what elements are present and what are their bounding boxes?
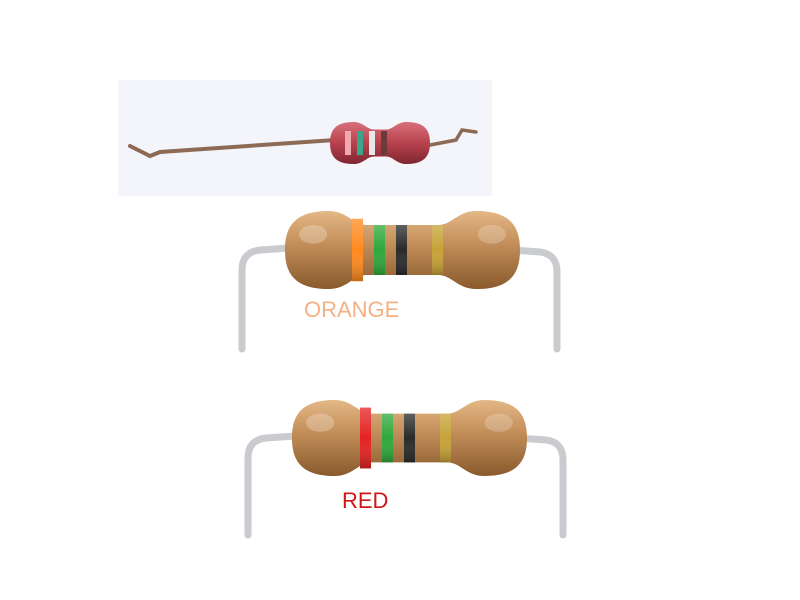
color-band-shade [360, 407, 371, 469]
photo-band-3 [369, 131, 375, 155]
body-highlight [306, 413, 335, 432]
color-band-shade [382, 413, 393, 463]
body-highlight [484, 413, 513, 432]
body-highlight [299, 225, 328, 244]
photo-band-1 [345, 131, 351, 155]
photo-left-lead [128, 138, 337, 159]
photo-body-shape [330, 122, 430, 164]
bottom-left-lead [244, 432, 300, 539]
photo-band-2 [357, 131, 363, 155]
top-right-lead [508, 246, 561, 353]
color-band-shade [404, 413, 415, 463]
resistor-red: RED [244, 400, 567, 539]
top-left-lead [238, 244, 294, 353]
color-band-shade [440, 413, 451, 463]
photo-right-lead [423, 128, 478, 148]
body-highlight [477, 225, 506, 244]
red-label: RED [342, 488, 388, 513]
photo-resistor-body [330, 122, 430, 164]
photo-background [118, 80, 492, 196]
color-band-shade [374, 225, 385, 275]
color-band-shade [352, 218, 363, 282]
bottom-resistor-bands [360, 407, 451, 469]
resistor-orange: ORANGE [238, 211, 561, 353]
color-band-shade [432, 225, 443, 275]
orange-label: ORANGE [304, 297, 399, 322]
photo-band-4 [381, 131, 387, 155]
resistor-photo [118, 80, 492, 196]
color-band-shade [396, 225, 407, 275]
top-resistor-bands [352, 218, 443, 282]
bottom-right-lead [514, 434, 567, 539]
